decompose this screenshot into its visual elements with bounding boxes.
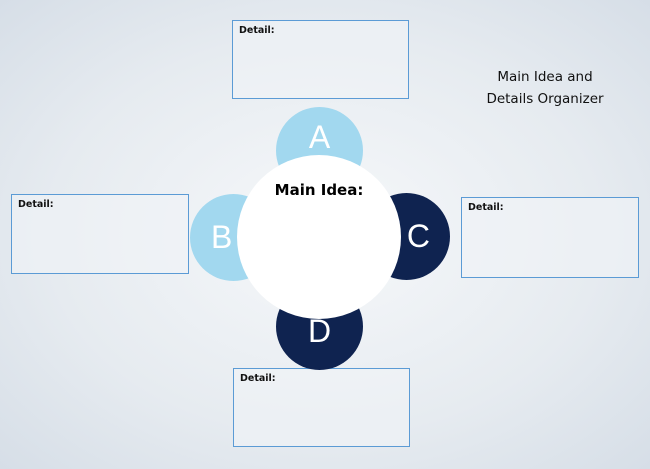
node-d-label: D xyxy=(307,313,332,349)
detail-box-left[interactable]: Detail: xyxy=(11,194,189,274)
node-a-label: A xyxy=(308,119,331,155)
detail-label: Detail: xyxy=(240,373,276,384)
detail-box-right[interactable]: Detail: xyxy=(461,197,639,278)
title-line-2: Details Organizer xyxy=(486,91,604,107)
main-idea-circle[interactable]: Main Idea: xyxy=(237,155,401,319)
detail-box-bottom[interactable]: Detail: xyxy=(233,368,410,447)
main-idea-label: Main Idea: xyxy=(274,181,364,199)
detail-box-top[interactable]: Detail: xyxy=(232,20,409,99)
detail-label: Detail: xyxy=(468,202,504,213)
node-c-label: C xyxy=(406,218,430,254)
title-line-1: Main Idea and xyxy=(497,69,593,85)
detail-label: Detail: xyxy=(18,199,54,210)
detail-label: Detail: xyxy=(239,25,275,36)
node-b-label: B xyxy=(211,219,233,255)
